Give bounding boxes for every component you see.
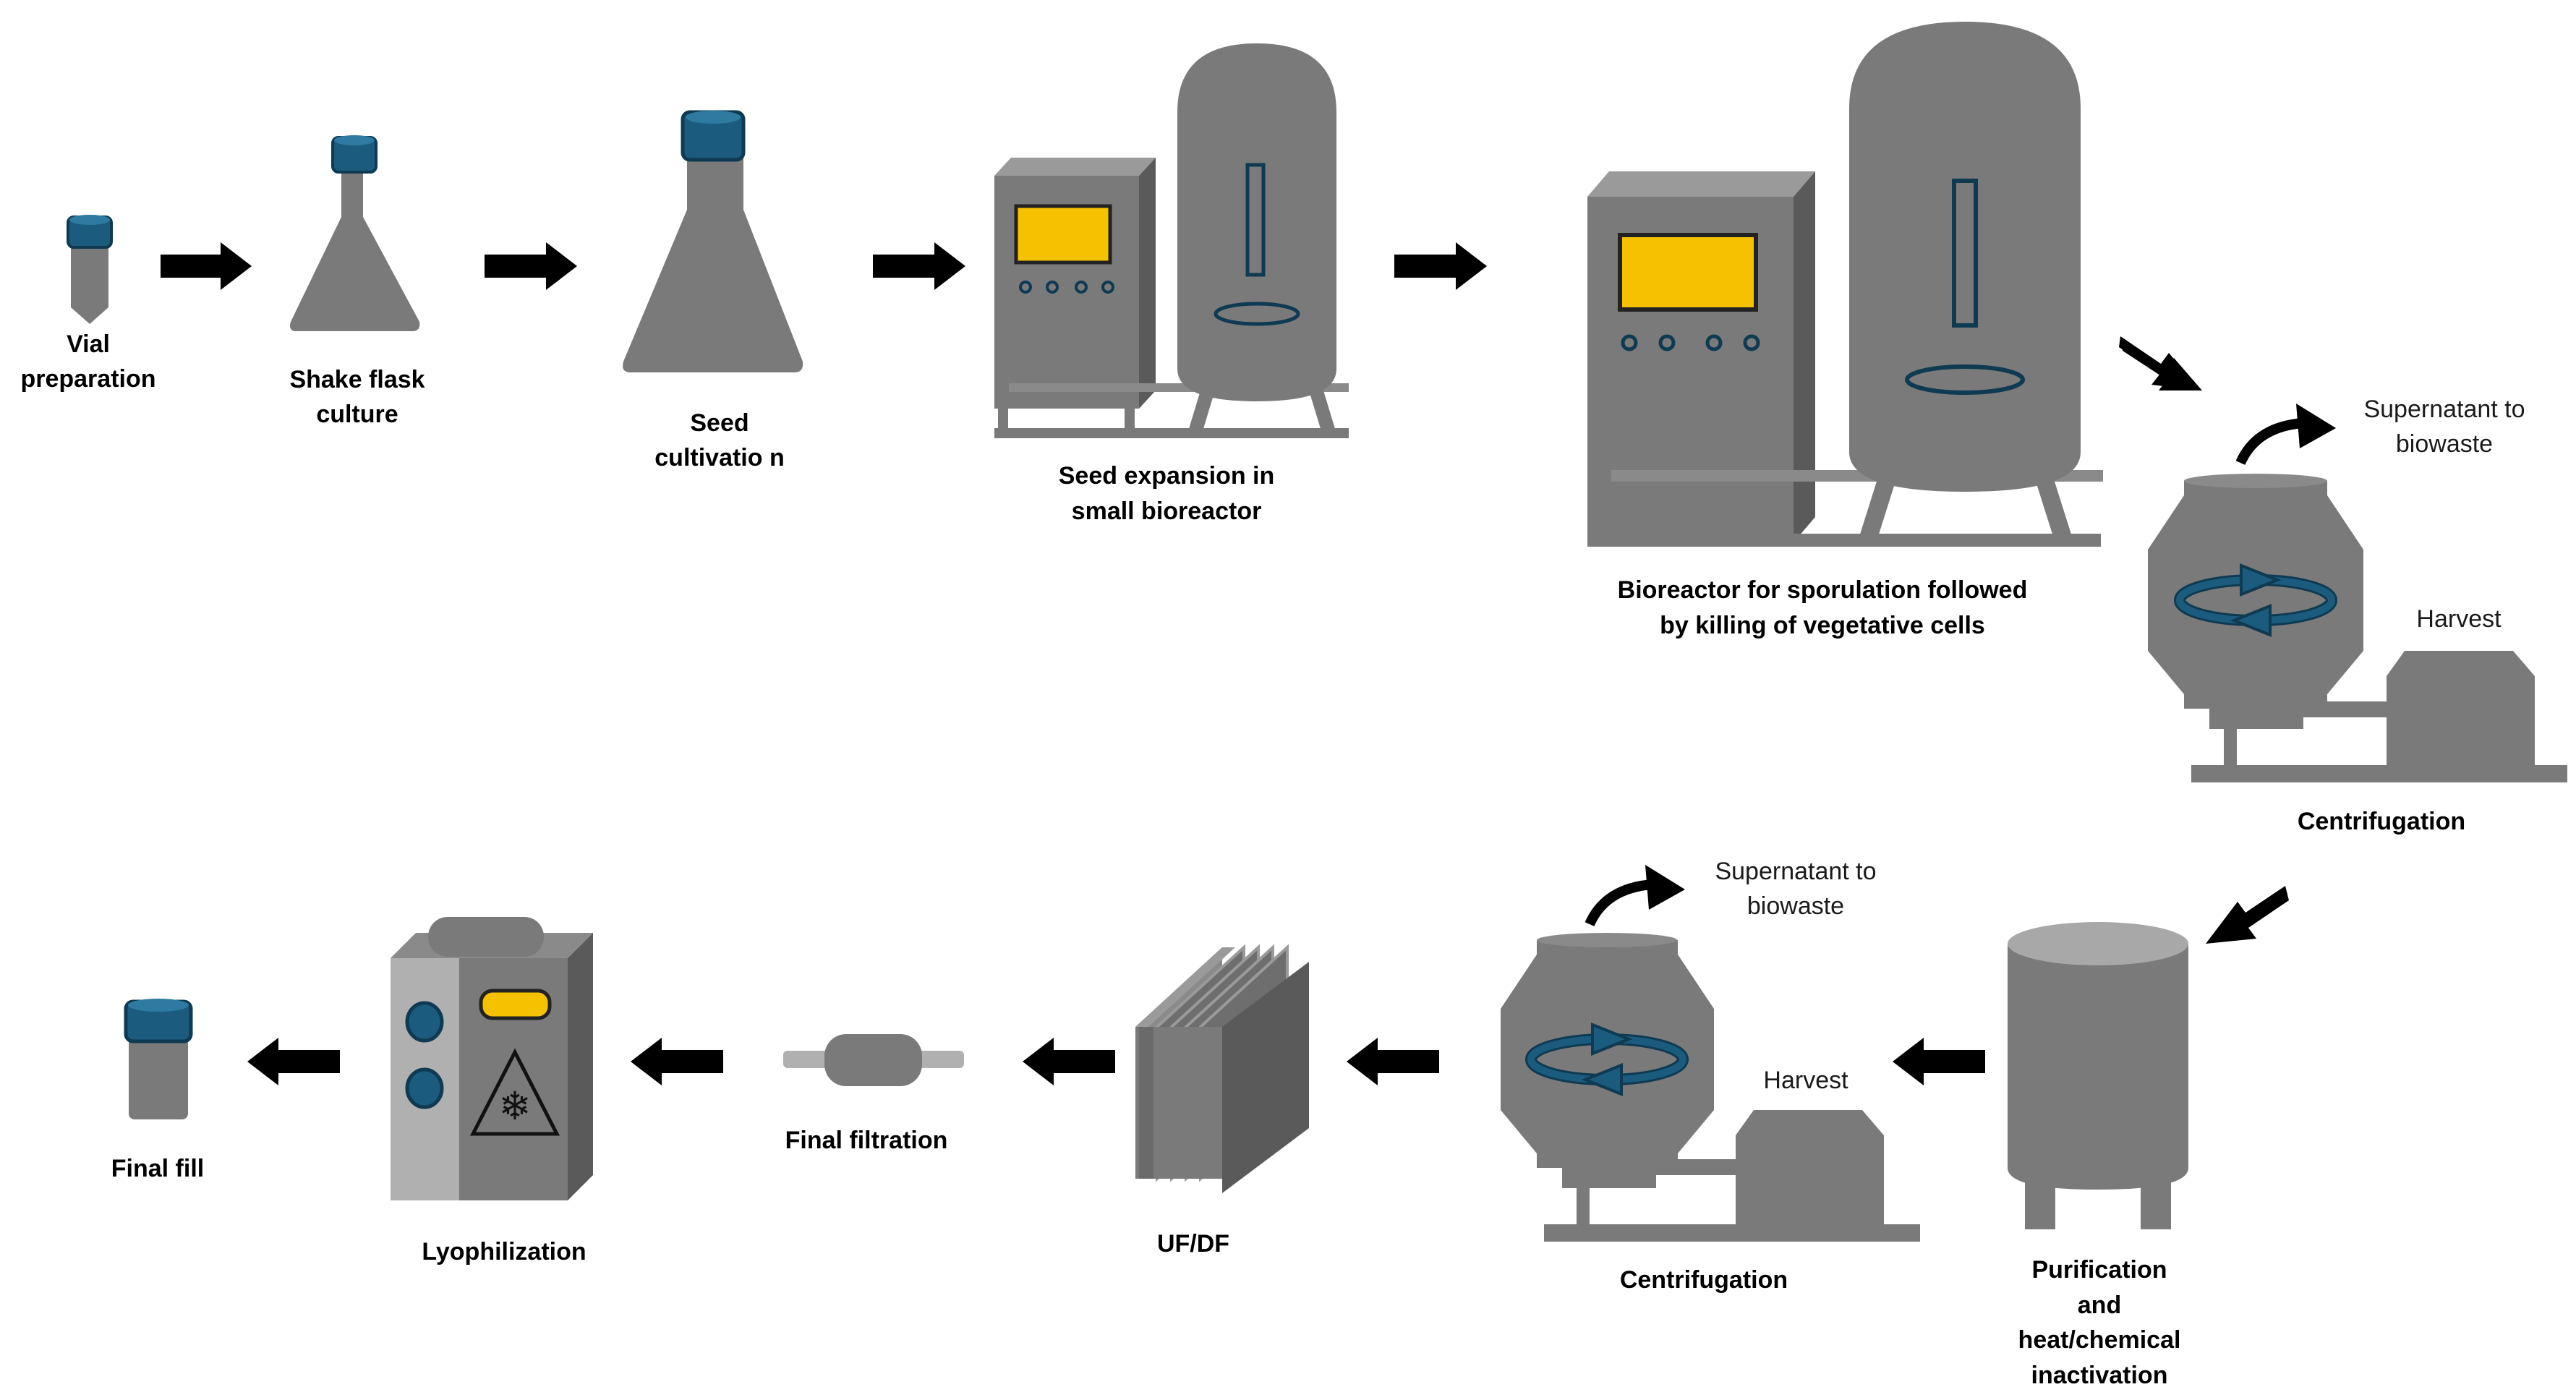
purification-label-line-4: inactivation <box>2031 1362 2168 1389</box>
purification-label-line-3: heat/chemical <box>2018 1326 2181 1354</box>
step-label-lyophilization: Lyophilization <box>422 1238 586 1265</box>
shake-flask-label-line-1: Shake flask <box>289 366 425 393</box>
control-screen <box>1618 233 1758 312</box>
step-label-seed-cultivation: Seed cultivatio n <box>654 409 784 471</box>
flow-arrow <box>1347 1038 1439 1085</box>
bioreactor-label-line-1: Bioreactor for sporulation followed <box>1618 576 2028 604</box>
flow-arrow <box>873 242 965 290</box>
flow-arrow <box>2119 336 2200 390</box>
step-label-ufdf: UF/DF <box>1157 1230 1229 1258</box>
purification-label-line-2: and <box>2078 1292 2121 1319</box>
seed-flask-icon <box>623 110 803 372</box>
step-label-final-fill: Final fill <box>111 1155 204 1182</box>
supernatant-1-line-1: Supernatant to <box>2363 396 2525 423</box>
ufdf-cassette-icon <box>1135 944 1309 1193</box>
step-label-centrifugation-1: Centrifugation <box>2298 808 2465 835</box>
flow-arrow <box>247 1038 340 1085</box>
vial-label-line-1: Vial <box>67 330 110 358</box>
shake-flask-icon <box>290 135 420 331</box>
snowflake-icon: ❄ <box>469 1048 560 1136</box>
large-bioreactor-icon <box>1587 22 2103 547</box>
centrifuge-icon <box>1501 933 1920 1242</box>
supernatant-annotation-2: Supernatant to biowaste <box>1715 858 1876 920</box>
flow-arrow <box>1394 242 1487 290</box>
vial-label-line-2: preparation <box>20 365 155 393</box>
final-vial-icon <box>124 999 193 1119</box>
bioreactor-label-line-2: by killing of vegetative cells <box>1660 612 1985 639</box>
step-label-centrifugation-2: Centrifugation <box>1620 1266 1788 1294</box>
step-label-shake-flask: Shake flask culture <box>289 366 425 428</box>
purification-label-line-1: Purification <box>2031 1256 2167 1284</box>
supernatant-arrow-head <box>2296 404 2336 448</box>
seed-cultivation-label-line-2: cultivatio n <box>654 444 784 471</box>
small-bioreactor-icon <box>994 43 1349 438</box>
vial-icon <box>67 215 113 324</box>
seed-expansion-label-line-2: small bioreactor <box>1072 498 1262 525</box>
shake-flask-label-line-2: culture <box>316 401 398 428</box>
supernatant-arrow-head <box>1645 865 1685 910</box>
step-label-vial: Vial preparation <box>20 330 155 393</box>
seed-expansion-label-line-1: Seed expansion in <box>1059 462 1275 490</box>
step-label-purification: Purification and heat/chemical inactivat… <box>2018 1256 2181 1389</box>
seed-cultivation-label-line-1: Seed <box>690 409 749 437</box>
supernatant-annotation-1: Supernatant to biowaste <box>2363 396 2525 458</box>
control-screen <box>1014 204 1112 265</box>
flow-arrow <box>631 1038 723 1085</box>
supernatant-2-line-2: biowaste <box>1747 892 1844 920</box>
step-label-seed-expansion: Seed expansion in small bioreactor <box>1059 462 1275 525</box>
supernatant-arrow <box>2235 418 2304 466</box>
supernatant-1-line-2: biowaste <box>2396 430 2493 458</box>
supernatant-2-line-1: Supernatant to <box>1715 858 1876 885</box>
filter-capsule-icon <box>783 1034 964 1086</box>
flow-arrow <box>2206 886 2289 944</box>
lyophilizer-icon: ❄ <box>391 917 593 1200</box>
flow-arrow <box>1893 1038 1985 1085</box>
harvest-label-2: Harvest <box>1763 1067 1848 1094</box>
step-label-bioreactor: Bioreactor for sporulation followed by k… <box>1618 576 2028 639</box>
flow-arrow <box>161 242 252 290</box>
harvest-label-1: Harvest <box>2416 605 2502 633</box>
supernatant-arrow <box>1585 879 1653 927</box>
purification-tank-icon <box>2008 922 2188 1229</box>
flow-arrow <box>1023 1038 1115 1085</box>
svg-text:❄: ❄ <box>498 1083 531 1129</box>
centrifuge-icon <box>2148 474 2567 782</box>
step-label-final-filtration: Final filtration <box>785 1127 948 1154</box>
flow-arrow <box>485 242 577 290</box>
